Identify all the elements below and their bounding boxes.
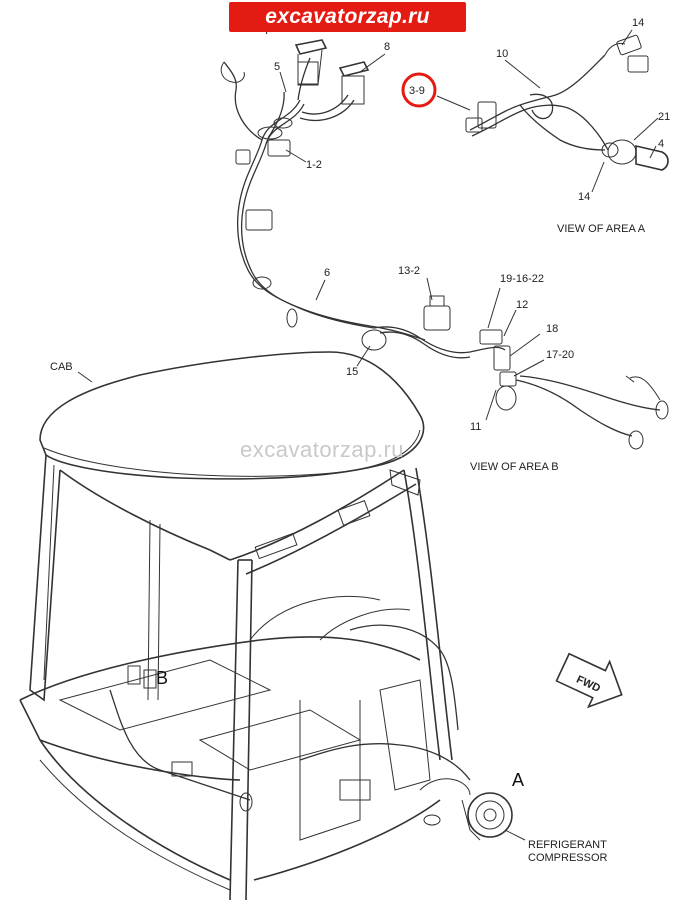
callout-21: 21 [658, 111, 670, 123]
compressor-label-1: REFRIGERANT [528, 839, 607, 851]
watermark: excavatorzap.ru [240, 437, 405, 462]
callout-19-16-22: 19-16-22 [500, 273, 544, 285]
compressor-label-2: COMPRESSOR [528, 852, 608, 864]
callout-11: 11 [470, 421, 481, 433]
area-b-harness [361, 295, 669, 450]
leader-lines [77, 29, 659, 421]
highlight-circle [401, 72, 437, 108]
cab-label: CAB [50, 361, 73, 373]
callout-labels: 14 7 8 5 10 1-2 21 4 14 VIEW OF AREA A 3… [50, 17, 670, 864]
connector-8 [338, 61, 370, 105]
callout-8: 8 [384, 41, 390, 53]
banner-text: excavatorzap.ru [265, 5, 430, 28]
callout-5: 5 [274, 61, 280, 73]
fwd-arrow [555, 652, 623, 709]
callout-14-top: 14 [632, 17, 644, 29]
marker-b: B [156, 668, 168, 688]
view-area-a-label: VIEW OF AREA A [557, 223, 646, 235]
callout-15: 15 [346, 366, 358, 378]
callout-17-20: 17-20 [546, 349, 574, 361]
cab-structure [19, 351, 623, 901]
callout-14-bottom: 14 [578, 191, 590, 203]
callout-1-2: 1-2 [306, 159, 322, 171]
callout-13-2: 13-2 [398, 265, 420, 277]
view-area-b-label: VIEW OF AREA B [470, 461, 559, 473]
connector-7 [294, 39, 328, 86]
marker-a: A [512, 770, 524, 790]
highlight-label: 3-9 [409, 85, 425, 97]
callout-6: 6 [324, 267, 330, 279]
site-banner: excavatorzap.ru [229, 2, 466, 32]
callout-18: 18 [546, 323, 558, 335]
callout-4: 4 [658, 138, 664, 150]
callout-10: 10 [496, 48, 508, 60]
callout-12: 12 [516, 299, 528, 311]
area-a-harness [220, 39, 426, 341]
